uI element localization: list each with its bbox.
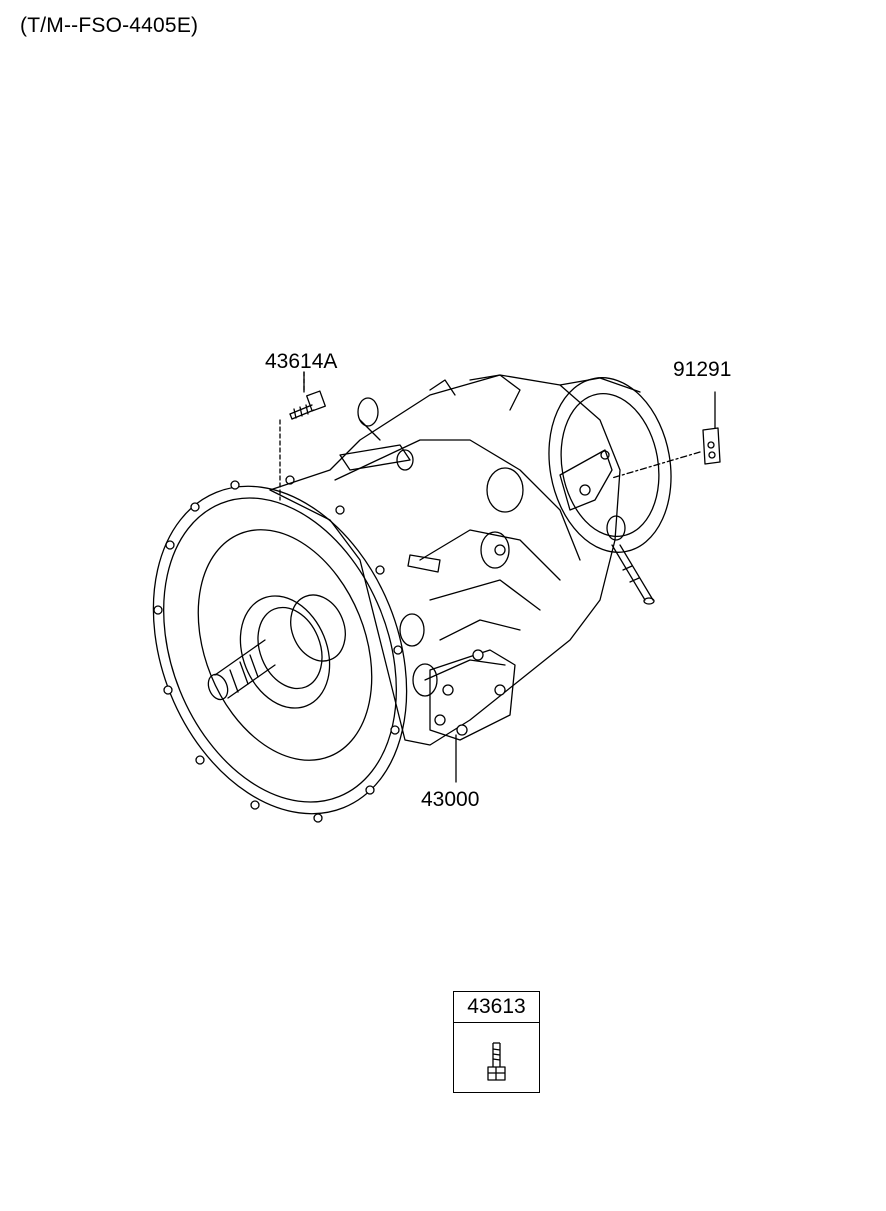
bell-housing [152, 475, 408, 823]
diagram-title: (T/M--FSO-4405E) [20, 14, 199, 37]
callout-43000: 43000 [421, 788, 480, 811]
transmission-case [269, 374, 621, 746]
clip-icon [702, 427, 721, 465]
part-box-label: 43613 [454, 992, 539, 1023]
bolt-icon [289, 390, 326, 420]
callout-43614a: 43614A [265, 350, 338, 373]
callout-91291: 91291 [673, 358, 732, 381]
input-shaft [207, 594, 346, 709]
speedometer-sleeve [606, 515, 655, 605]
part-box-43613: 43613 [453, 991, 540, 1093]
bolt-icon [487, 1042, 506, 1081]
